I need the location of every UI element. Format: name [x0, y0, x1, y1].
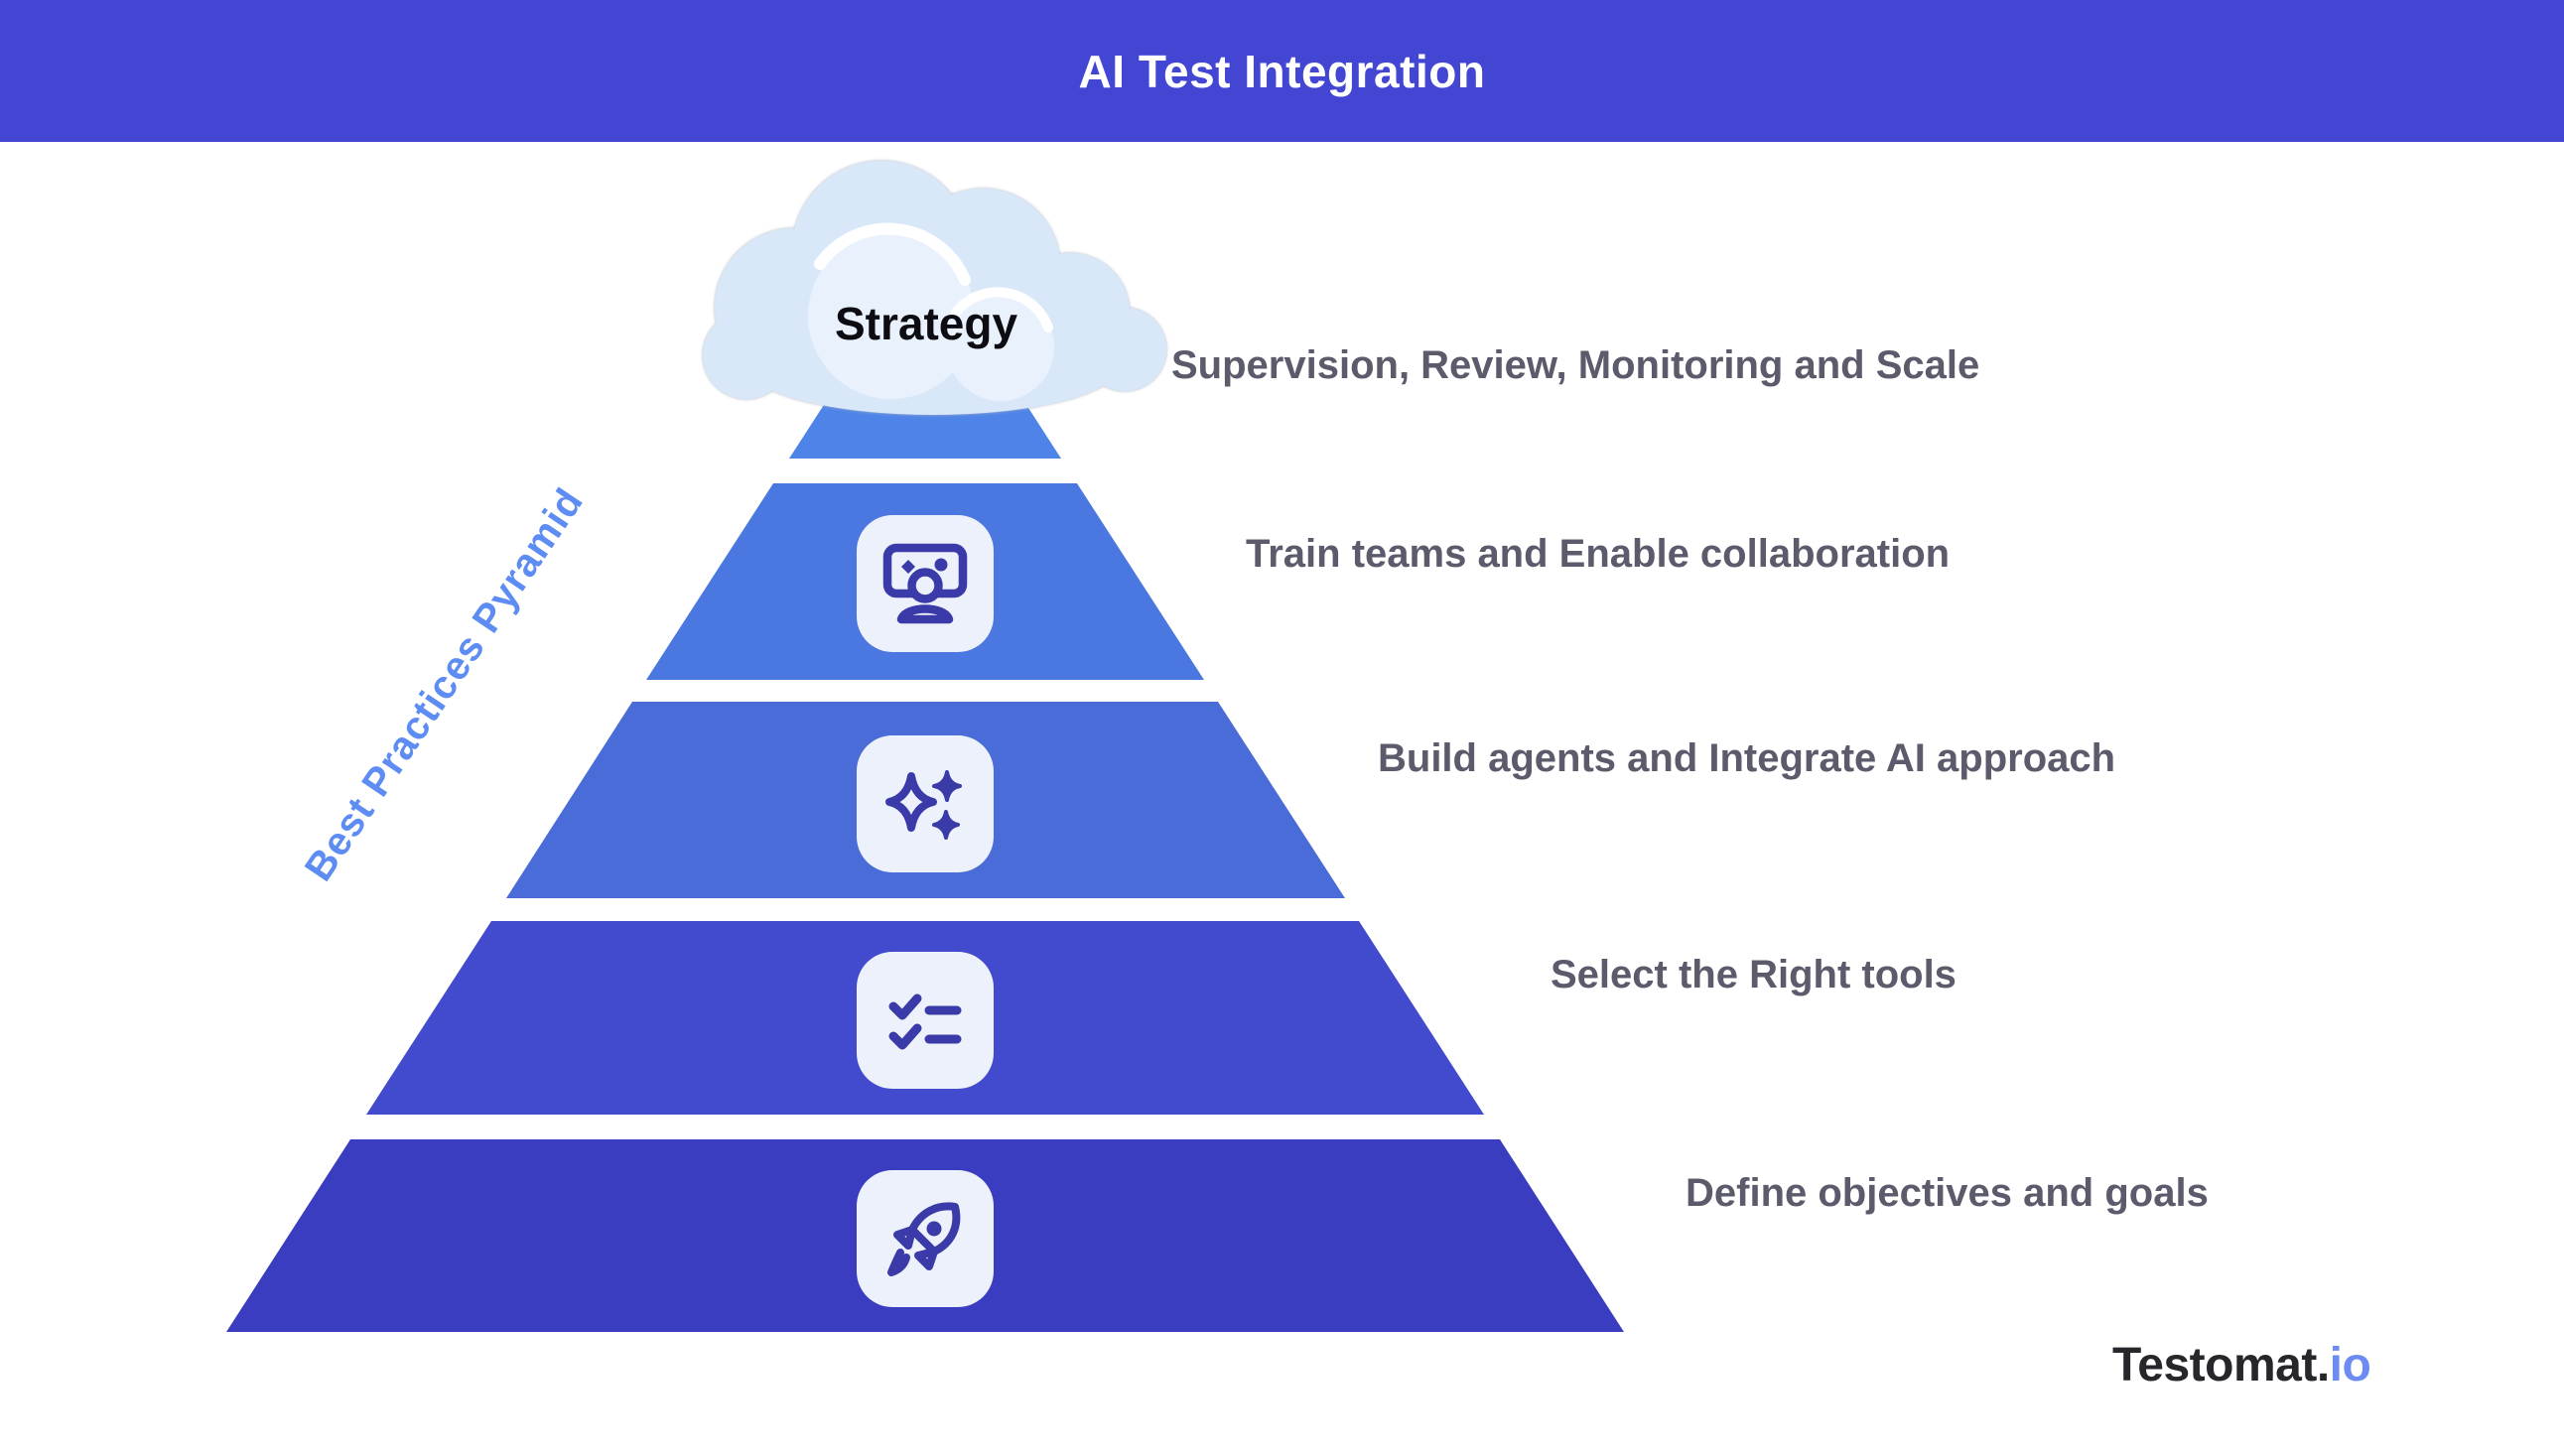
header-bar: AI Test Integration — [0, 0, 2564, 142]
checklist-icon — [888, 993, 962, 1050]
level-label-train: Train teams and Enable collaboration — [1246, 532, 1951, 576]
testomat-logo: Testomat.io — [2112, 1338, 2371, 1392]
icon-cards — [857, 515, 994, 1307]
level-label-objectives: Define objectives and goals — [1686, 1171, 2209, 1215]
training-icon — [882, 543, 968, 624]
strategy-label: Strategy — [834, 298, 1018, 349]
level-label-supervision: Supervision, Review, Monitoring and Scal… — [1171, 343, 1980, 387]
icon-card — [857, 952, 994, 1089]
rocket-icon — [887, 1202, 961, 1276]
strategy-cloud-icon — [703, 161, 1166, 415]
logo-text-dark: Testomat. — [2112, 1339, 2330, 1391]
level-label-build: Build agents and Integrate AI approach — [1378, 736, 2116, 780]
page-title: AI Test Integration — [1078, 45, 1486, 97]
sparkles-icon — [885, 770, 962, 840]
logo-text-blue: io — [2329, 1339, 2371, 1391]
level-label-tools: Select the Right tools — [1551, 953, 1957, 996]
